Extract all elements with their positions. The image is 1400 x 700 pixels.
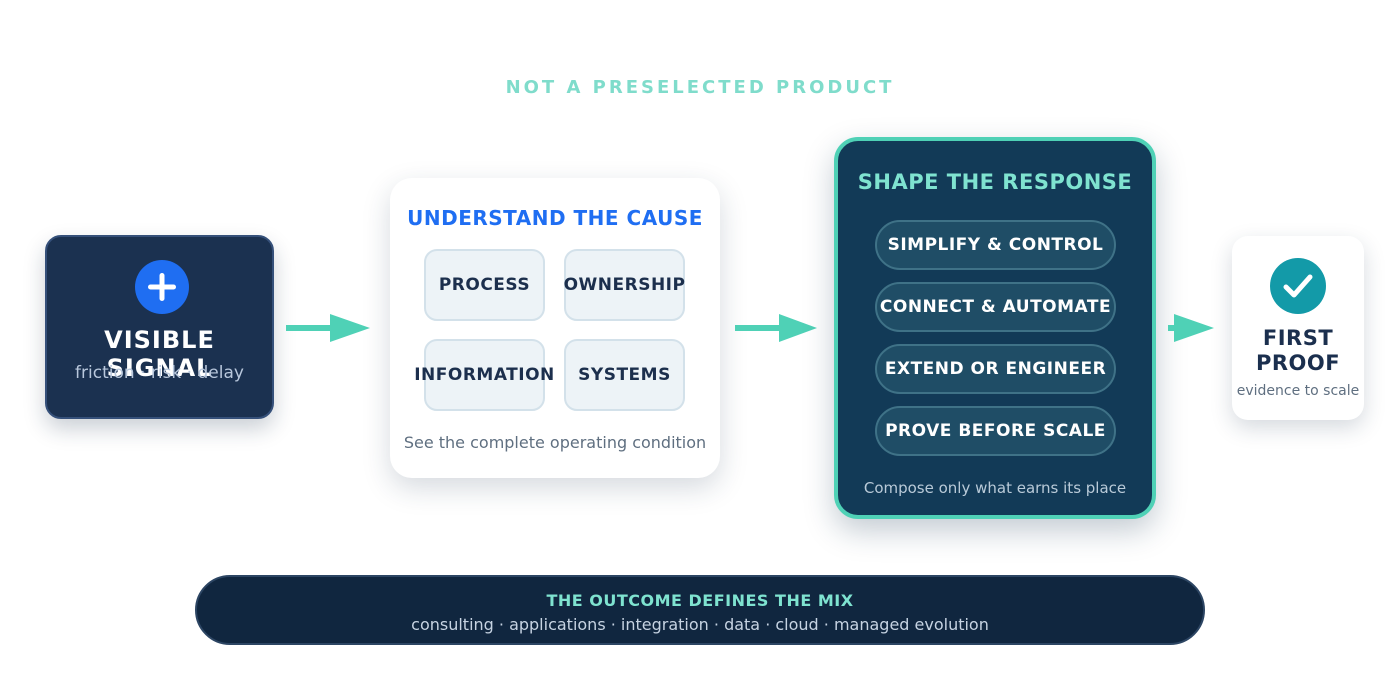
tile-ownership: OWNERSHIP: [564, 249, 685, 321]
arrow-right-icon: [735, 314, 817, 342]
pill-simplify-control: SIMPLIFY & CONTROL: [875, 220, 1116, 270]
outcome-banner-subtitle: consulting · applications · integration …: [411, 615, 989, 634]
arrow-right-icon: [286, 314, 370, 342]
eyebrow-label: NOT A PRESELECTED PRODUCT: [505, 77, 895, 98]
visible-signal-title: VISIBLE SIGNAL: [104, 326, 215, 382]
pill-extend-engineer: EXTEND OR ENGINEER: [875, 344, 1116, 394]
shape-response-footer: Compose only what earns its place: [863, 479, 1127, 497]
first-proof-title-line1: FIRST: [1262, 326, 1334, 350]
plus-icon: [135, 260, 189, 314]
check-icon: [1270, 258, 1326, 314]
shape-response-card: SHAPE THE RESPONSE SIMPLIFY & CONTROL CO…: [834, 137, 1156, 519]
pill-prove-before-scale: PROVE BEFORE SCALE: [875, 406, 1116, 456]
shape-response-title: SHAPE THE RESPONSE: [857, 170, 1133, 194]
understand-cause-footer: See the complete operating condition: [403, 433, 707, 452]
first-proof-subtitle: evidence to scale: [1236, 383, 1360, 399]
visible-signal-card: VISIBLE SIGNAL friction · risk · delay: [45, 235, 274, 419]
arrow-right-icon: [1168, 314, 1214, 342]
outcome-banner: THE OUTCOME DEFINES THE MIX consulting ·…: [195, 575, 1205, 645]
first-proof-title: FIRST PROOF: [1232, 326, 1364, 376]
tile-information: INFORMATION: [414, 339, 554, 411]
first-proof-title-line2: PROOF: [1255, 351, 1341, 375]
first-proof-card: FIRST PROOF evidence to scale: [1232, 236, 1364, 420]
visible-signal-subtitle: friction · risk · delay: [75, 363, 244, 383]
understand-cause-title: UNDERSTAND THE CAUSE: [407, 206, 703, 230]
pill-connect-automate: CONNECT & AUTOMATE: [875, 282, 1116, 332]
tile-systems: SYSTEMS: [564, 339, 685, 411]
understand-cause-card: UNDERSTAND THE CAUSE PROCESS OWNERSHIP I…: [390, 178, 720, 478]
tile-process: PROCESS: [424, 249, 545, 321]
outcome-banner-title: THE OUTCOME DEFINES THE MIX: [546, 591, 854, 610]
